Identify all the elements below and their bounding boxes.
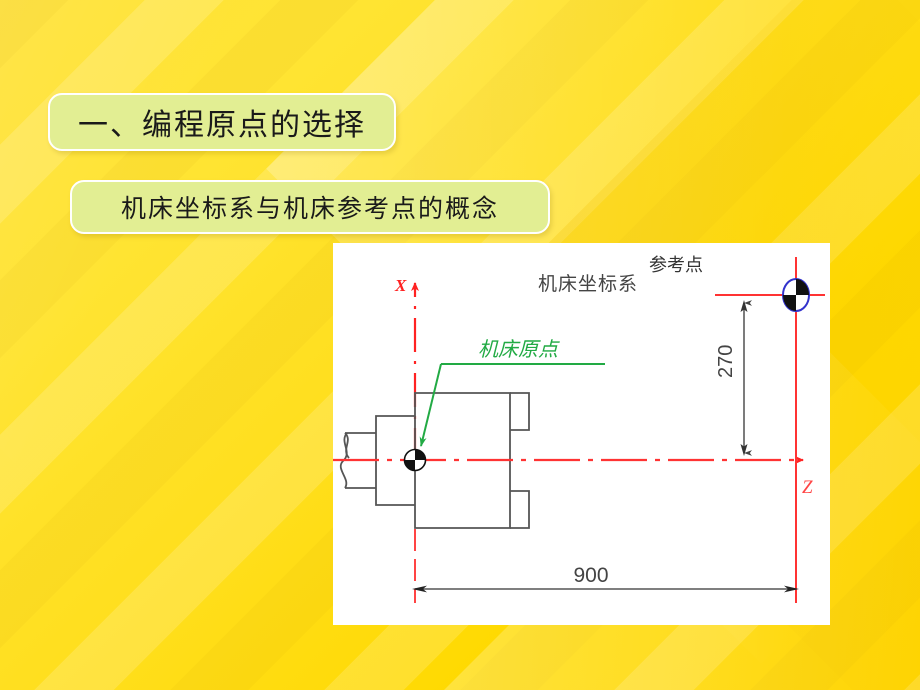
- dimension-900-arrow-right: [784, 585, 799, 593]
- subsection-heading-text: 机床坐标系与机床参考点的概念: [120, 194, 499, 223]
- dimension-270-group: 270: [715, 300, 752, 456]
- x-axis-group: X: [394, 276, 419, 462]
- chuck-lower-jaw: [510, 490, 530, 529]
- bar-stock-break-inner: [344, 432, 350, 459]
- reference-point-group: 参考点: [649, 255, 825, 603]
- reference-point-label: 参考点: [649, 255, 703, 276]
- z-axis-label: Z: [802, 477, 813, 498]
- dimension-270-arrow-top: [740, 300, 748, 312]
- dimension-900-value: 900: [573, 564, 608, 587]
- dimension-270-arrow-bottom: [740, 444, 748, 456]
- section-heading-callout: 一、编程原点的选择: [48, 93, 396, 151]
- machine-origin-quadrant-sw: [404, 460, 415, 471]
- machine-coordinate-diagram: X 机床坐标系: [333, 255, 825, 603]
- machine-origin-leader-diagonal: [419, 363, 442, 447]
- dimension-900-group: 900: [412, 564, 799, 593]
- x-axis-label: X: [394, 276, 407, 295]
- machine-origin-quadrant-ne: [415, 449, 426, 460]
- diagram-title: 机床坐标系: [538, 273, 638, 295]
- z-axis-group: Z: [333, 456, 813, 498]
- machine-origin-marker: [403, 448, 427, 472]
- subsection-heading-callout: 机床坐标系与机床参考点的概念: [70, 180, 550, 234]
- section-heading-text: 一、编程原点的选择: [78, 108, 366, 143]
- reference-point-quadrant-ne: [796, 279, 809, 295]
- chuck-upper-jaw: [510, 392, 530, 431]
- machine-coordinate-diagram-panel: X 机床坐标系: [333, 243, 830, 625]
- machine-origin-label: 机床原点: [478, 337, 560, 361]
- machine-origin-annotation: 机床原点: [419, 337, 605, 447]
- reference-point-quadrant-sw: [783, 295, 796, 311]
- dimension-900-arrow-left: [412, 585, 427, 593]
- dimension-270-value: 270: [715, 345, 737, 378]
